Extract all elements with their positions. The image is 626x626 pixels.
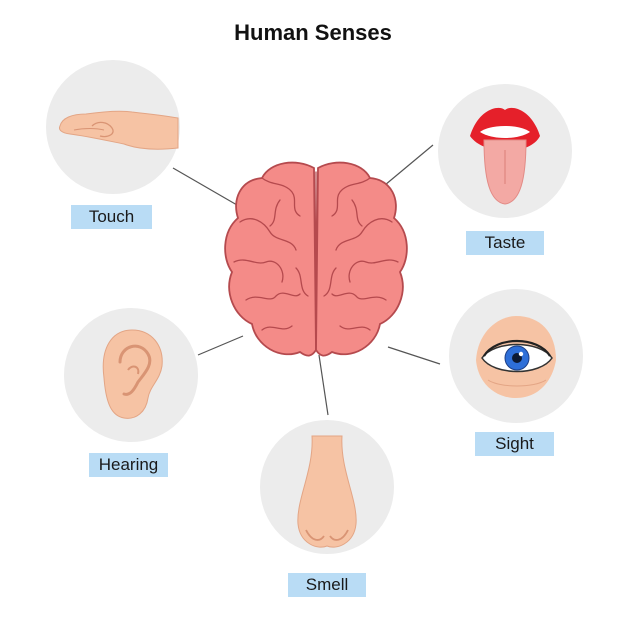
ear-icon [102,329,163,419]
connector-hearing [197,335,244,356]
sense-label-sight: Sight [475,432,554,456]
eye-icon [476,316,556,398]
sense-label-taste: Taste [466,231,544,255]
page-title: Human Senses [234,20,392,45]
brain-icon [224,161,408,357]
sense-label-smell: Smell [288,573,366,597]
nose-icon [297,435,357,548]
sense-label-hearing: Hearing [89,453,168,477]
hand-icon [59,110,179,150]
connector-touch [172,167,238,206]
connectors [172,144,441,416]
sense-label-touch: Touch [71,205,152,229]
connector-smell [318,354,329,416]
connector-sight [387,346,441,365]
connector-taste [384,144,434,186]
tongue-icon [470,107,540,205]
